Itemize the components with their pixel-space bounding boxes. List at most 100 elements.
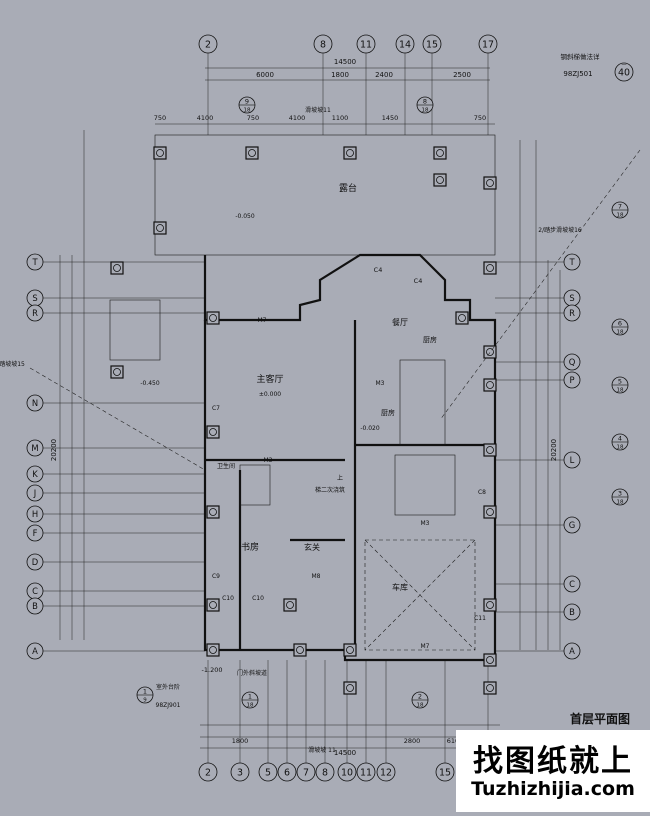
column-16 (483, 443, 497, 457)
label-c4-b: C4 (414, 277, 423, 285)
label-c4-a: C4 (374, 266, 383, 274)
column-6 (433, 173, 447, 187)
axis-right-P: P (563, 371, 581, 389)
axis-bottom-11-circle (356, 762, 376, 782)
axis-bottom-2-label: 2 (205, 767, 211, 778)
column-14 (483, 378, 497, 392)
label-stair-up2: 梯二次浇筑 (315, 486, 345, 494)
ref-note-detail-bubble-label: 40 (618, 67, 630, 78)
axis-left-K-circle (26, 465, 44, 483)
axis-left-M-label: M (31, 443, 38, 453)
section-ref-top-6: 8 (423, 98, 427, 106)
vertical-axis-lines (207, 53, 489, 763)
axis-left-F: F (26, 524, 44, 542)
axis-left-H-label: H (32, 509, 38, 519)
axis-bottom-7-label: 7 (303, 767, 309, 778)
axis-left-D: D (26, 553, 44, 571)
dim-right-total: 20200 (550, 439, 558, 461)
dim-top-0: 6000 (256, 71, 274, 79)
dim-bottom-1: 2800 (404, 737, 421, 745)
axis-right-P-label: P (569, 375, 574, 385)
dim-top2-1: 4100 (197, 114, 214, 122)
axis-right-P-circle (563, 371, 581, 389)
axis-bottom-15-circle (435, 762, 455, 782)
ref-note-detail-bubble: 40 (614, 62, 634, 82)
dim-top-total: 14500 (334, 58, 356, 66)
axis-left-C-label: C (32, 586, 38, 596)
axis-bottom-8-label: 8 (322, 767, 328, 778)
column-8 (110, 261, 124, 275)
column-20 (283, 598, 297, 612)
axis-top-11-label: 11 (360, 39, 372, 50)
section-ref-0: 718 (611, 201, 629, 219)
label-c8: C8 (478, 489, 486, 496)
label-c9: C9 (212, 573, 220, 580)
horizontal-axis-lines (43, 261, 564, 652)
axis-bottom-6-label: 6 (284, 767, 290, 778)
axis-bubbles: 28111415172356781011121517TSRNMKJHFDCBAT… (26, 34, 581, 782)
axis-right-G: G (563, 516, 581, 534)
label-m3-a: M3 (376, 380, 385, 387)
axis-bottom-7: 7 (296, 762, 316, 782)
axis-top-8: 8 (313, 34, 333, 54)
label-elev-a: -0.050 (235, 213, 255, 220)
section-ref-top-2: 5 (618, 378, 622, 386)
label-terrace-code: 98ZJ901 (156, 702, 181, 709)
room-label-4: 书房 (241, 541, 259, 553)
label-m8: M8 (312, 573, 321, 580)
watermark-text: 找图纸就上 (473, 744, 633, 779)
axis-left-A-circle (26, 642, 44, 660)
label-m7-a: M7 (258, 317, 267, 324)
axis-left-R-circle (26, 304, 44, 322)
axis-left-K-label: K (32, 469, 38, 479)
dim-top2-6: 750 (474, 114, 486, 122)
axis-left-H-circle (26, 505, 44, 523)
axis-right-G-circle (563, 516, 581, 534)
axis-right-Q-circle (563, 353, 581, 371)
label-elev-c: -0.450 (140, 380, 160, 387)
axis-left-F-label: F (33, 528, 38, 538)
axis-left-T-label: T (31, 257, 38, 267)
axis-bottom-5-label: 5 (265, 767, 271, 778)
axis-bottom-12: 12 (376, 762, 396, 782)
column-24 (343, 681, 357, 695)
axis-right-Q-label: Q (569, 357, 576, 367)
dim-top2-3: 4100 (289, 114, 306, 122)
section-ref-8: 218 (411, 691, 429, 709)
section-ref-bottom-8: 18 (417, 703, 424, 709)
axis-left-H: H (26, 505, 44, 523)
column-13 (483, 345, 497, 359)
building-walls (109, 134, 497, 662)
room-label-3: 厨房 (423, 335, 437, 344)
axis-bottom-10: 10 (337, 762, 357, 782)
label-m7-b: M7 (421, 643, 430, 650)
ref-note-detail-den: 一 (621, 63, 626, 69)
axis-top-14-circle (395, 34, 415, 54)
axis-left-J: J (26, 484, 44, 502)
section-ref-5: 918 (238, 96, 256, 114)
ref-note-detail-bubble-circle (614, 62, 634, 82)
axis-right-L-circle (563, 451, 581, 469)
column-25 (483, 653, 497, 667)
axis-left-T-circle (26, 253, 44, 271)
axis-bottom-8: 8 (315, 762, 335, 782)
section-ref-1: 618 (611, 318, 629, 336)
axis-left-S: S (26, 289, 44, 307)
section-ref-bottom-6: 18 (422, 108, 429, 114)
room-label-6: 车库 (392, 582, 408, 592)
section-ref-bottom-5: 18 (244, 108, 251, 114)
section-ref-bottom-2: 18 (617, 388, 624, 394)
label-terrace-note: 室外台阶 (156, 683, 180, 691)
section-ref-top-8: 2 (418, 693, 422, 701)
section-ref-bottom-4: 18 (617, 500, 624, 506)
axis-bottom-10-label: 10 (341, 767, 353, 778)
axis-left-T: T (26, 253, 44, 271)
axis-bottom-5-circle (258, 762, 278, 782)
axis-bottom-6-circle (277, 762, 297, 782)
axis-bottom-3: 3 (230, 762, 250, 782)
dim-top-2: 2400 (375, 71, 393, 79)
column-9 (483, 261, 497, 275)
column-26 (483, 681, 497, 695)
